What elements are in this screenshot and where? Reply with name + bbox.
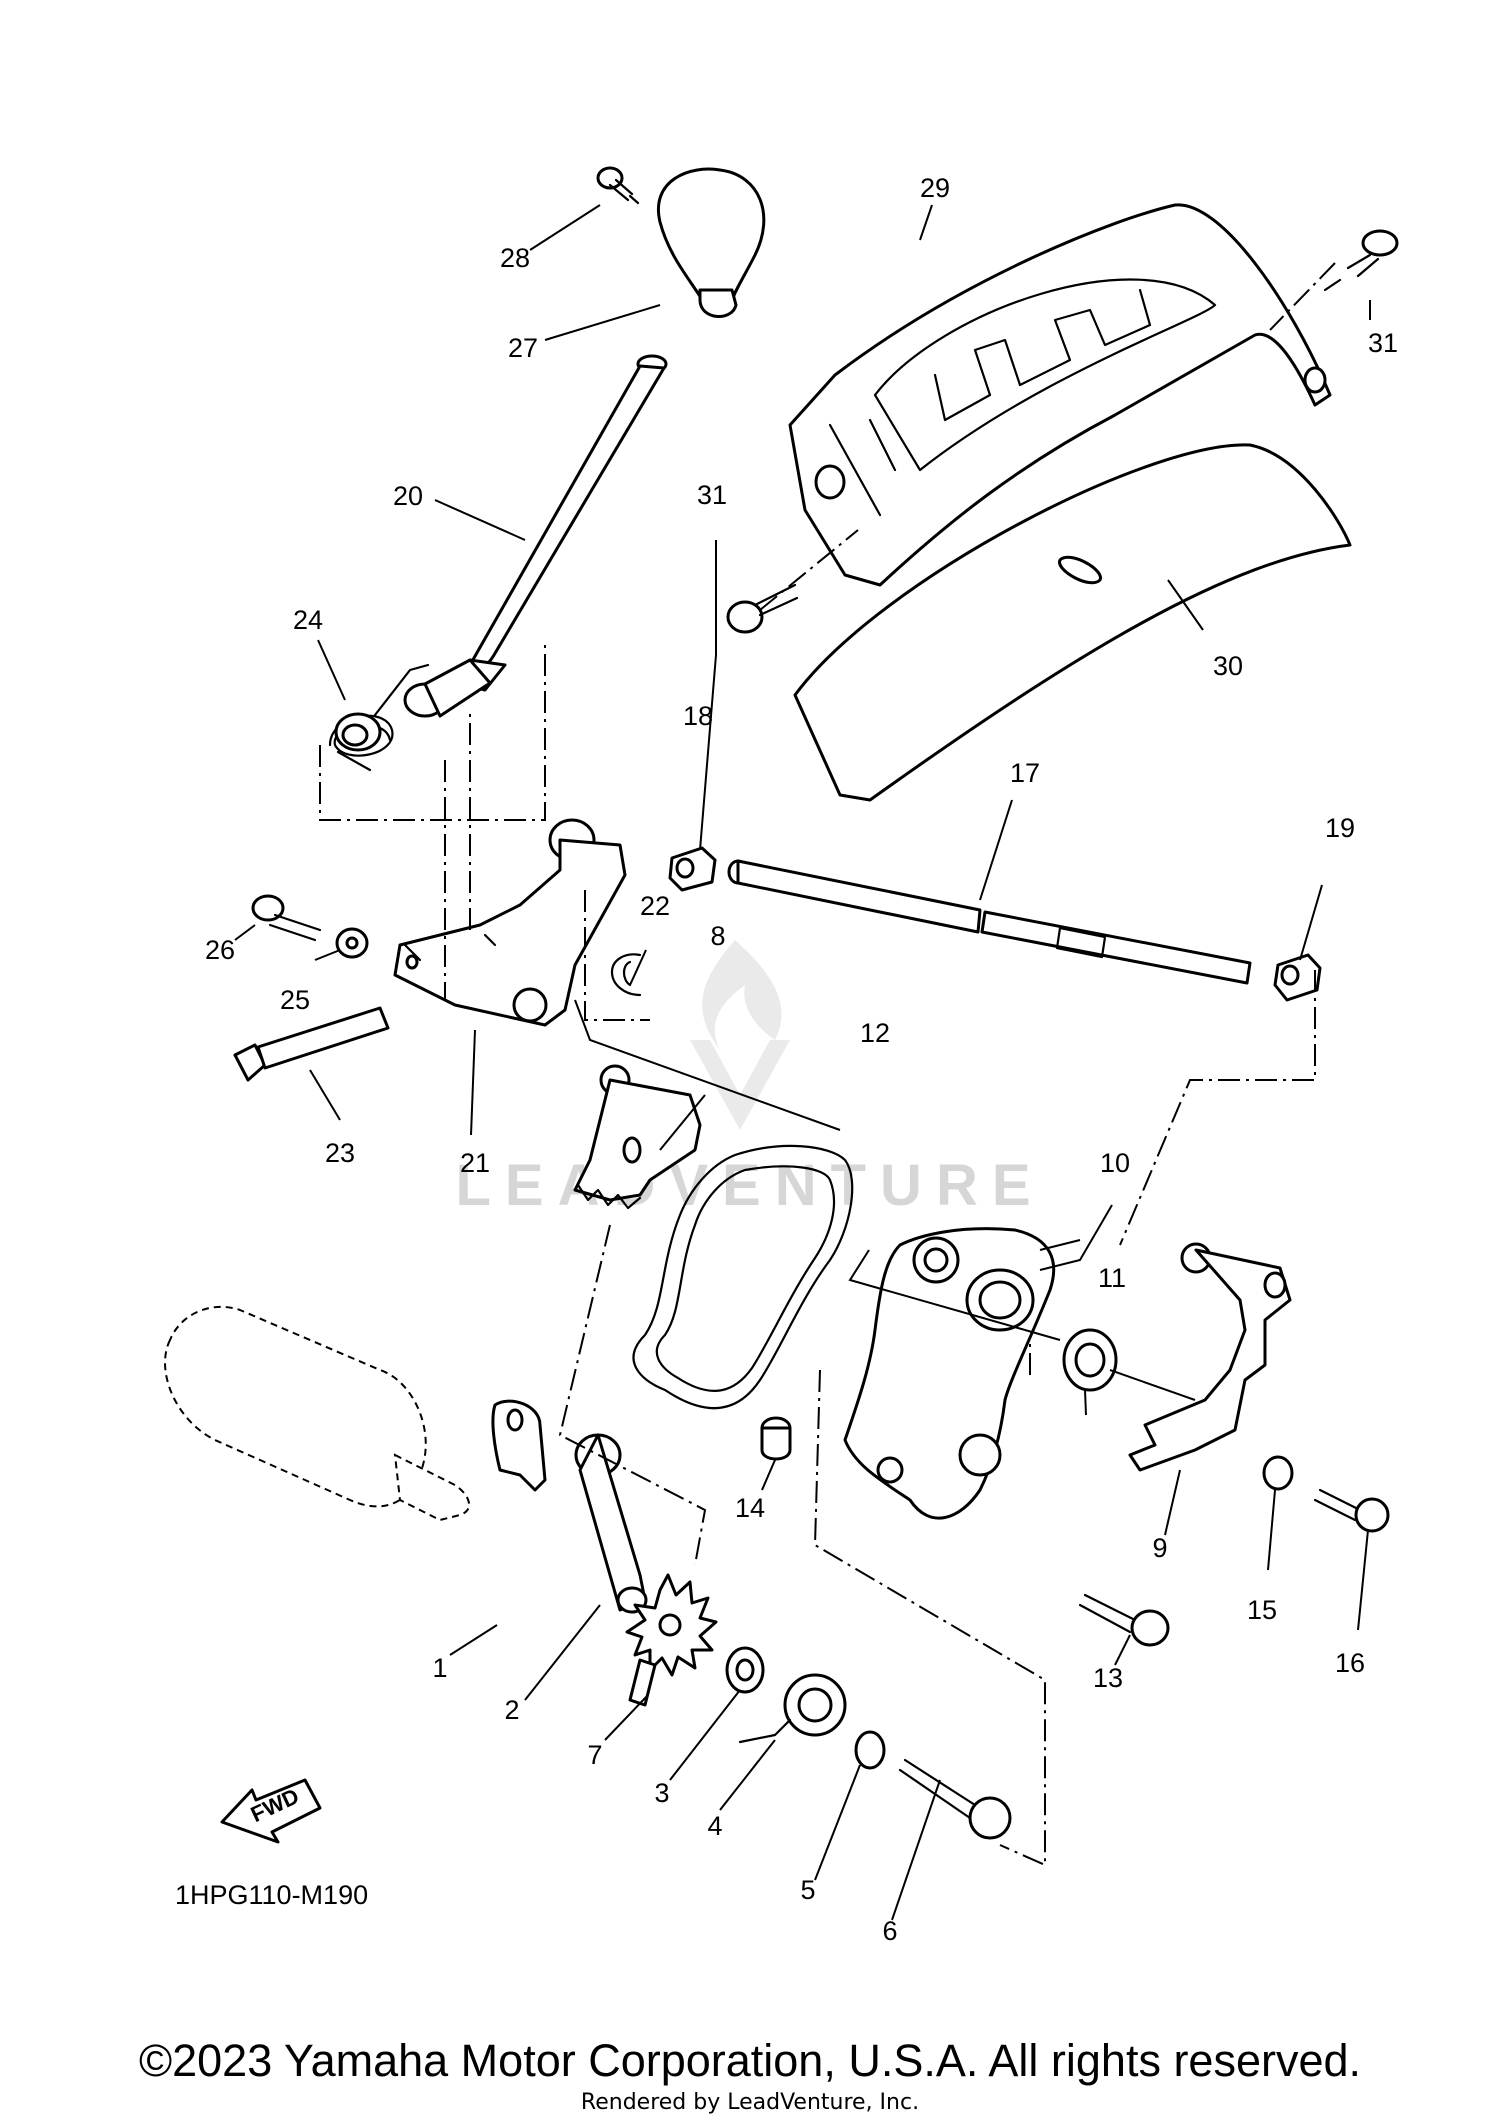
callout-28: 28 <box>500 243 530 273</box>
callout-21: 21 <box>460 1148 490 1178</box>
callout-labels: 1 2 3 4 5 6 7 8 9 10 11 12 13 14 15 16 1… <box>205 173 1398 1946</box>
callout-10: 10 <box>1100 1148 1130 1178</box>
part-15-washer <box>1262 1455 1294 1491</box>
part-13-bolt <box>1078 1593 1170 1647</box>
part-17-shift-rod <box>727 859 1252 985</box>
part-3-washer <box>725 1646 765 1694</box>
callout-2: 2 <box>504 1695 519 1725</box>
callout-5: 5 <box>800 1875 815 1905</box>
callout-31-upper: 31 <box>1368 328 1398 358</box>
part-4-torsion-spring <box>738 1673 847 1744</box>
callout-16: 16 <box>1335 1648 1365 1678</box>
diagram-part-code: 1HPG110-M190 <box>175 1880 369 1910</box>
callout-1: 1 <box>432 1653 447 1683</box>
callout-25: 25 <box>280 985 310 1015</box>
callout-24: 24 <box>293 605 323 635</box>
callout-12: 12 <box>860 1018 890 1048</box>
part-1-stopper <box>491 1399 547 1492</box>
part-22-circlip <box>610 953 642 997</box>
callout-22: 22 <box>640 891 670 921</box>
callout-15: 15 <box>1247 1595 1277 1625</box>
part-12-gasket <box>632 1144 854 1410</box>
callout-27: 27 <box>508 333 538 363</box>
callout-3: 3 <box>654 1778 669 1808</box>
callout-4: 4 <box>707 1811 722 1841</box>
callout-26: 26 <box>205 935 235 965</box>
part-25-washer <box>335 927 369 959</box>
callout-17: 17 <box>1010 758 1040 788</box>
part-11-oil-seal <box>1062 1328 1118 1392</box>
callout-19: 19 <box>1325 813 1355 843</box>
callout-14: 14 <box>735 1493 765 1523</box>
part-6-bolt <box>898 1758 1012 1840</box>
shift-drum-reference <box>164 1305 470 1522</box>
callout-8: 8 <box>710 921 725 951</box>
callout-23: 23 <box>325 1138 355 1168</box>
callout-7: 7 <box>587 1740 602 1770</box>
callout-18: 18 <box>683 701 713 731</box>
callout-9: 9 <box>1152 1533 1167 1563</box>
leadventure-watermark: LEADVENTURE <box>455 940 1044 1218</box>
part-10-shift-housing <box>843 1227 1056 1520</box>
copyright-notice: ©2023 Yamaha Motor Corporation, U.S.A. A… <box>138 2035 1362 2086</box>
part-19-nut <box>1273 953 1322 1002</box>
part-30-under-cover <box>793 443 1352 802</box>
part-7-star-wheel <box>625 1573 718 1707</box>
fwd-arrow-icon: FWD <box>220 1778 322 1844</box>
part-21-shift-arm <box>393 818 627 1027</box>
callout-6: 6 <box>882 1916 897 1946</box>
callout-13: 13 <box>1093 1663 1123 1693</box>
part-14-dowel-pin <box>760 1416 792 1461</box>
callout-30: 30 <box>1213 651 1243 681</box>
part-23-pin-bolt <box>233 1006 390 1082</box>
leader-lines <box>234 204 1371 1921</box>
callout-11: 11 <box>1098 1263 1126 1293</box>
part-27-shift-knob <box>656 167 766 318</box>
part-18-nut <box>668 846 717 892</box>
callout-20: 20 <box>393 481 423 511</box>
part-29-shift-gate-cover <box>788 203 1332 587</box>
part-28-screw <box>596 166 640 205</box>
part-2-collar <box>574 1433 648 1614</box>
callout-31-lower: 31 <box>697 480 727 510</box>
part-5-washer <box>854 1730 886 1770</box>
part-26-bolt <box>251 894 322 942</box>
watermark-text: LEADVENTURE <box>455 1153 1044 1218</box>
part-9-shift-lever-arm <box>1128 1242 1292 1472</box>
part-31-bolt-lower <box>726 583 799 634</box>
assembly-lines <box>319 262 1336 1867</box>
part-8-shift-sector <box>573 1064 702 1210</box>
rendered-by-credit: Rendered by LeadVenture, Inc. <box>580 2090 920 2115</box>
callout-29: 29 <box>920 173 950 203</box>
part-20-shift-lever <box>403 354 668 718</box>
part-31-bolt-upper <box>1323 229 1399 292</box>
part-16-bolt <box>1313 1488 1390 1533</box>
part-24-spring <box>328 663 430 772</box>
